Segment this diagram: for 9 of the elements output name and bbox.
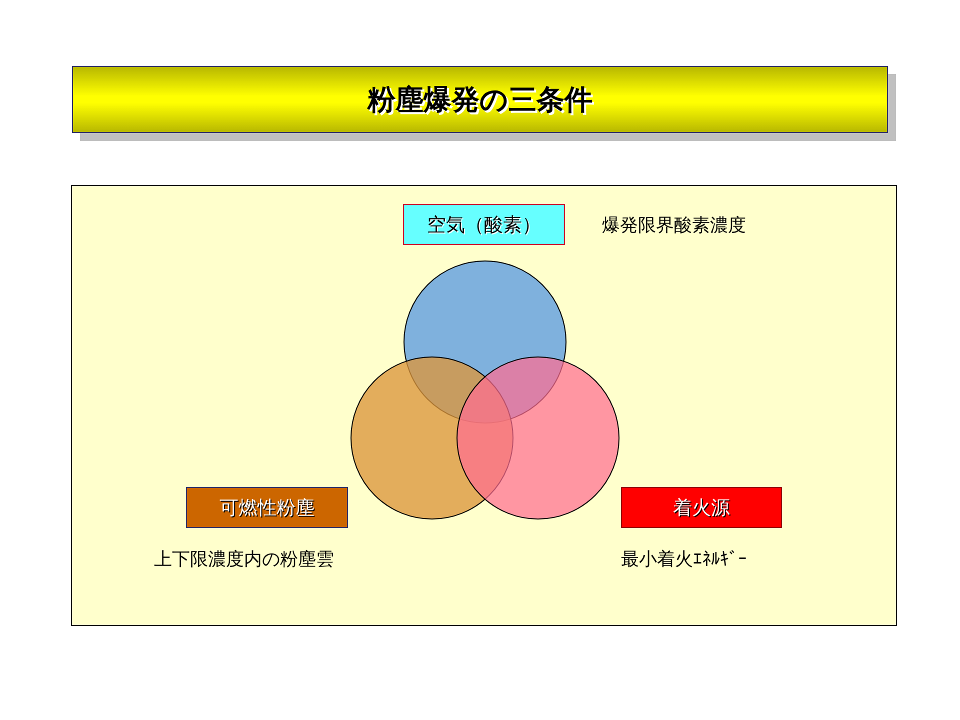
- venn-circle: [456, 356, 620, 520]
- label-text: 空気（酸素）: [427, 212, 541, 238]
- caption-text: 爆発限界酸素濃度: [602, 214, 746, 237]
- caption-text: 上下限濃度内の粉塵雲: [154, 548, 334, 571]
- title-text: 粉塵爆発の三条件: [368, 82, 592, 118]
- panel-background: [71, 185, 897, 626]
- label-text: 着火源: [673, 496, 730, 520]
- label-text: 可燃性粉塵: [220, 496, 314, 520]
- caption-text: 最小着火ｴﾈﾙｷﾞｰ: [621, 548, 747, 571]
